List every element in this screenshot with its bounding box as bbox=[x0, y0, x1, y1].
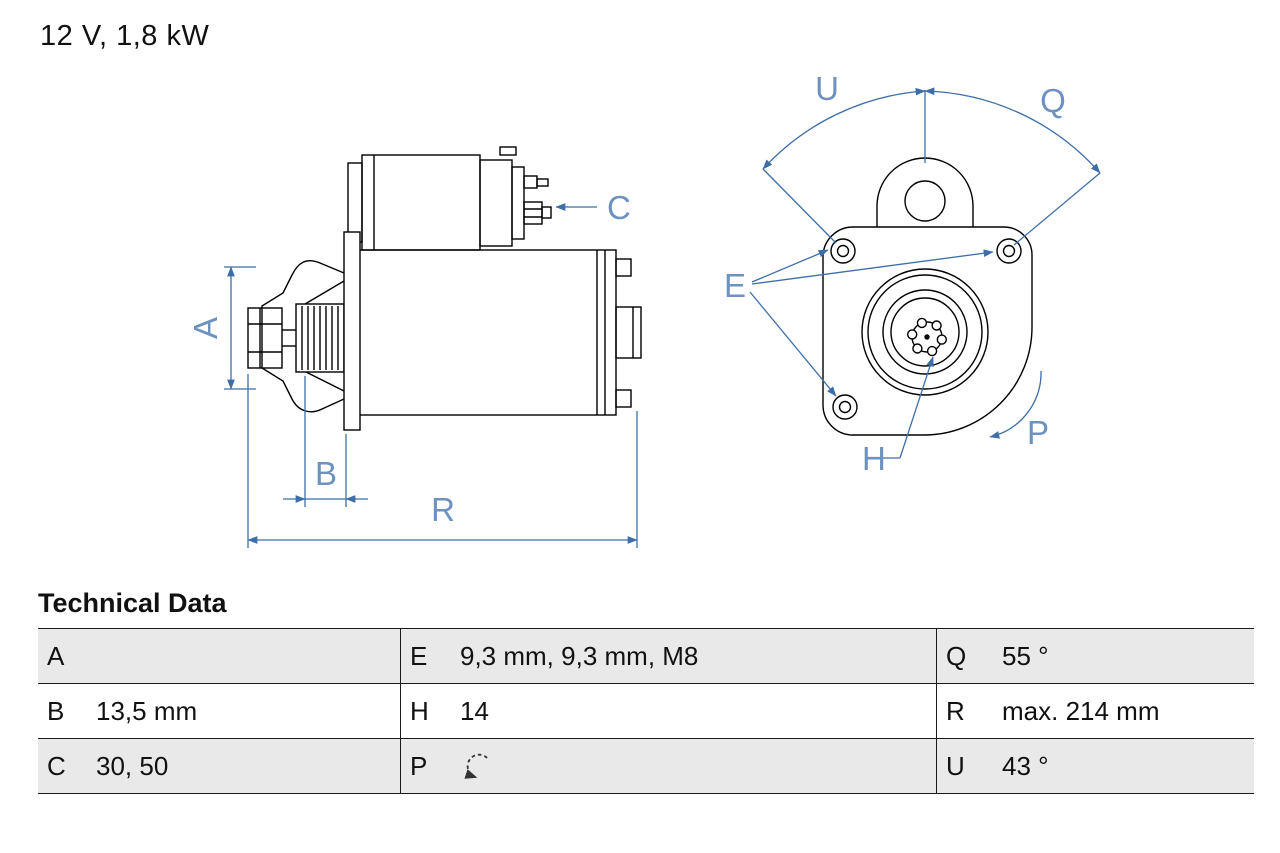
dimension-label-a: A bbox=[187, 317, 224, 339]
spec-value-q: 55 ° bbox=[1002, 640, 1049, 671]
mounting-flange-edge bbox=[343, 231, 361, 431]
spec-value-b: 13,5 mm bbox=[96, 695, 198, 726]
side-view-drawing bbox=[247, 146, 642, 431]
spec-value-u: 43 ° bbox=[1002, 750, 1049, 781]
spec-key-a: A bbox=[47, 640, 65, 671]
dimension-u-q bbox=[762, 87, 1101, 246]
motor-body bbox=[357, 249, 642, 416]
spec-key-p: P bbox=[400, 739, 446, 793]
solenoid bbox=[347, 146, 552, 251]
spec-key-h: H bbox=[400, 684, 446, 738]
spec-key-e: E bbox=[400, 629, 446, 683]
pinion-gear bbox=[247, 307, 296, 369]
dimension-label-b: B bbox=[315, 455, 337, 492]
spec-value-r: max. 214 mm bbox=[1002, 695, 1160, 726]
dimension-p bbox=[989, 370, 1042, 439]
dimension-a bbox=[224, 266, 256, 390]
dimension-lines bbox=[224, 87, 1101, 548]
front-view-drawing bbox=[822, 157, 1033, 436]
spec-key-b: B bbox=[47, 695, 65, 726]
technical-data-heading: Technical Data bbox=[38, 588, 227, 618]
page-title: 12 V, 1,8 kW bbox=[40, 20, 210, 52]
table-row: C 30, 50 P U 43 ° bbox=[38, 739, 1254, 794]
spec-key-c: C bbox=[47, 750, 66, 781]
tab-hole bbox=[904, 180, 946, 222]
dimension-label-e: E bbox=[724, 267, 746, 304]
dimension-e bbox=[749, 249, 994, 397]
table-row: A E 9,3 mm, 9,3 mm, M8 Q 55 ° bbox=[38, 629, 1254, 684]
bolt-holes bbox=[830, 238, 1022, 420]
spec-value-p bbox=[446, 739, 936, 793]
dimension-label-r: R bbox=[431, 491, 455, 528]
mounting-flange-face bbox=[822, 226, 1033, 436]
spec-value-c: 30, 50 bbox=[96, 750, 169, 781]
dimension-b bbox=[283, 376, 368, 507]
spec-key-u: U bbox=[936, 739, 988, 793]
dimension-label-q: Q bbox=[1040, 82, 1066, 119]
dimension-label-p: P bbox=[1027, 414, 1049, 451]
dimension-label-h: H bbox=[862, 440, 886, 477]
spec-value-h: 14 bbox=[460, 695, 489, 726]
table-row: B 13,5 mm H 14 R max. 214 mm bbox=[38, 684, 1254, 739]
dimension-label-c: C bbox=[607, 189, 631, 226]
technical-drawing: A B C R U Q E H P bbox=[187, 70, 1101, 548]
spec-key-r: R bbox=[936, 684, 988, 738]
dimension-r bbox=[247, 374, 638, 548]
technical-data-table: A E 9,3 mm, 9,3 mm, M8 Q 55 ° B 13,5 mm … bbox=[38, 628, 1254, 794]
spec-key-q: Q bbox=[936, 629, 988, 683]
spec-value-e: 9,3 mm, 9,3 mm, M8 bbox=[460, 640, 699, 671]
center-boss bbox=[861, 268, 989, 396]
counterclockwise-rotation-icon bbox=[464, 753, 488, 779]
dimension-h bbox=[878, 356, 934, 459]
splined-shaft bbox=[295, 303, 345, 373]
top-mounting-tab bbox=[876, 157, 974, 227]
dimension-label-u: U bbox=[815, 70, 839, 107]
spec-value-a bbox=[82, 629, 400, 683]
